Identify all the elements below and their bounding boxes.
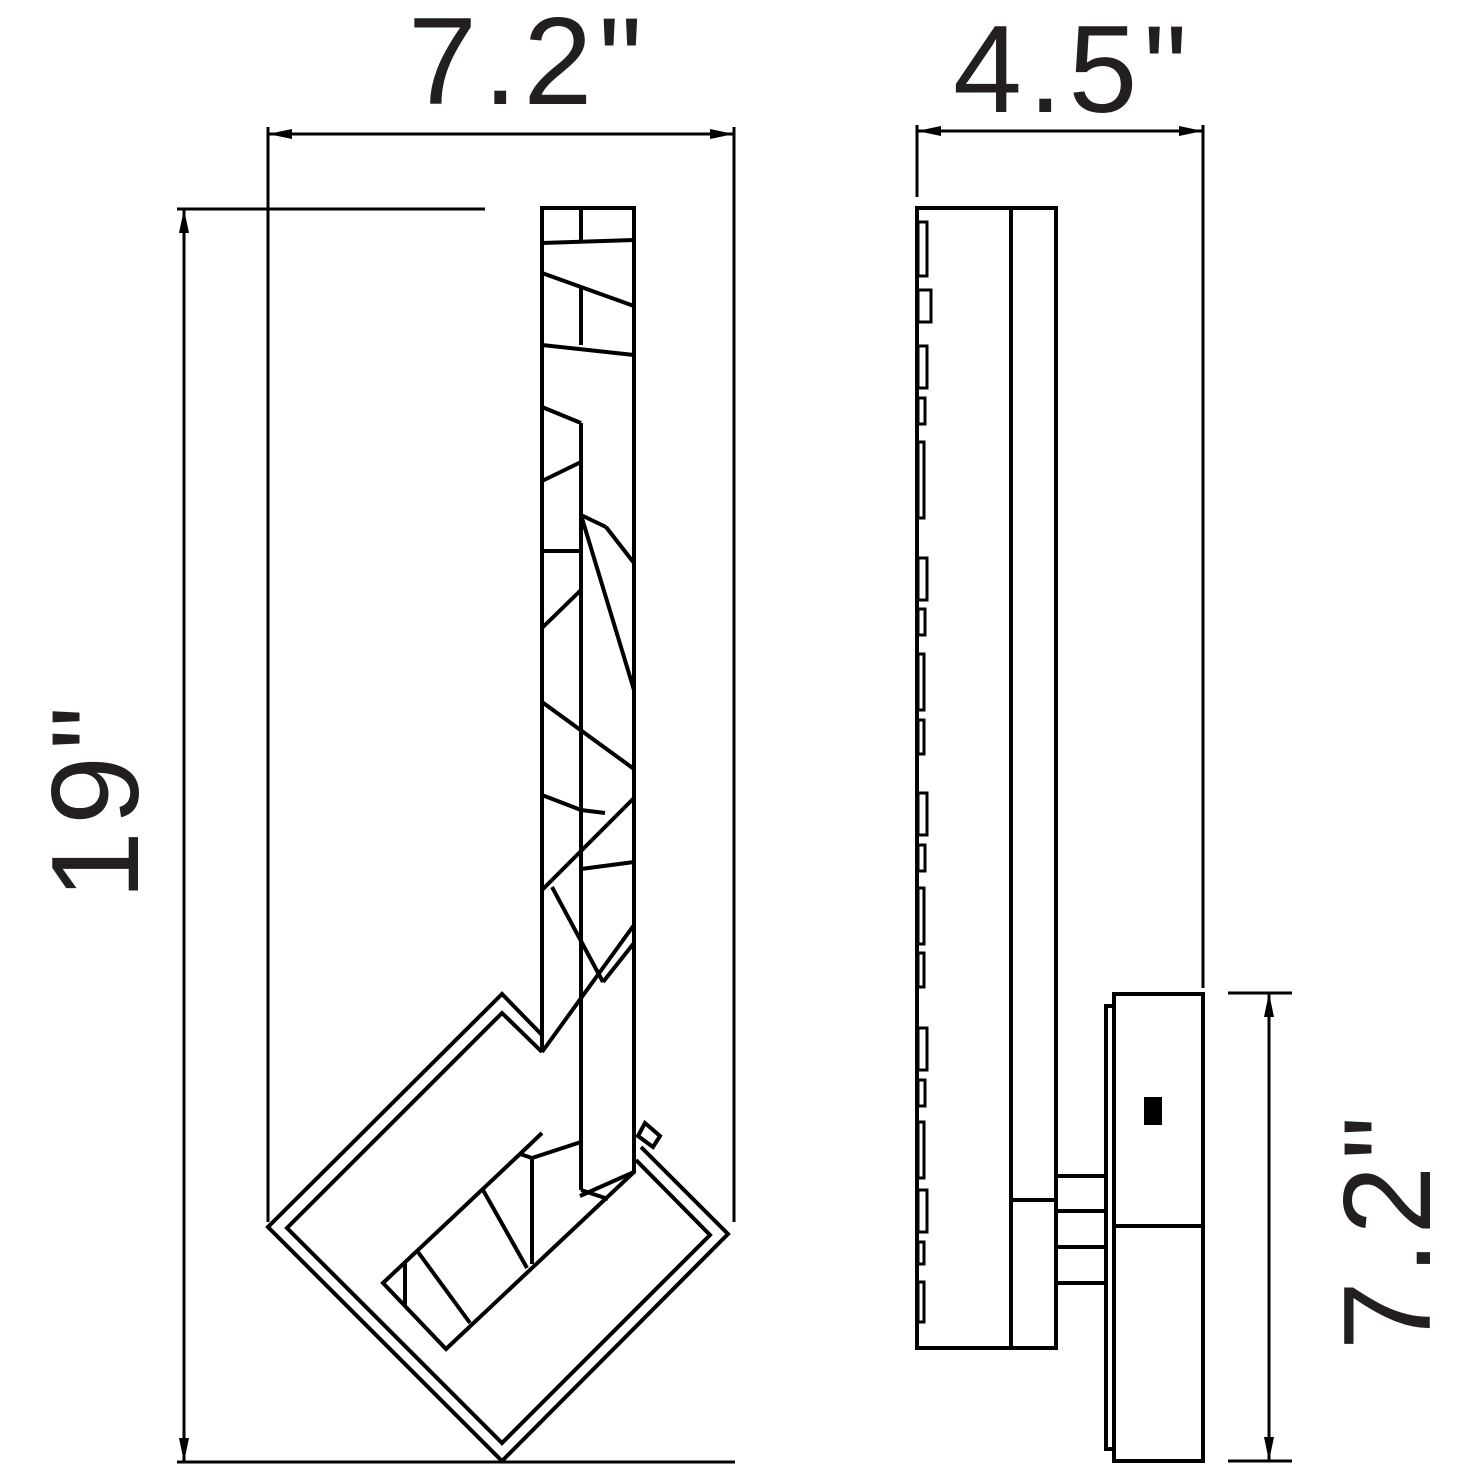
side-view-body (915, 206, 1058, 1350)
front-width-label: 7.2" (408, 0, 649, 131)
side-view-backplate (1104, 992, 1205, 1463)
side-depth-dimension (915, 125, 1205, 988)
front-width-dimension (266, 127, 736, 1222)
switch-icon (1144, 1097, 1162, 1125)
front-view-inner-panel (380, 1131, 636, 1352)
front-view-diamond-frame (265, 991, 731, 1464)
front-height-dimension (177, 207, 735, 1464)
backplate-height-dimension (1228, 991, 1292, 1463)
side-view-connector (1056, 1174, 1106, 1285)
side-depth-label: 4.5" (953, 1, 1194, 139)
front-view-arm (540, 206, 636, 1198)
side-view-crackle-tabs (916, 220, 933, 1324)
